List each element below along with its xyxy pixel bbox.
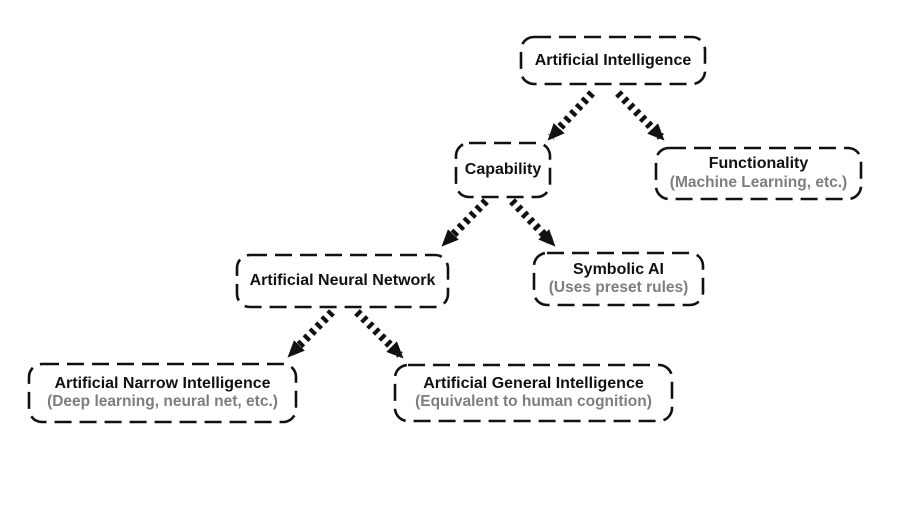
node-capability: Capability — [456, 143, 550, 197]
node-label: Capability — [464, 161, 542, 179]
edge-capability-to-symbolic-ai — [509, 198, 556, 247]
node-label: Artificial General Intelligence — [423, 374, 644, 392]
node-artificial-general-intelligence: Artificial General Intelligence (Equival… — [395, 365, 672, 421]
node-box-artificial-neural-network — [235, 253, 450, 309]
node-artificial-intelligence: Artificial Intelligence — [521, 37, 705, 84]
node-sublabel: (Machine Learning, etc.) — [669, 173, 848, 191]
node-box-functionality — [654, 146, 863, 201]
node-box-artificial-intelligence — [519, 35, 707, 86]
edge-capability-to-ann — [441, 198, 489, 247]
node-artificial-neural-network: Artificial Neural Network — [237, 255, 448, 307]
node-sublabel: (Uses preset rules) — [548, 279, 689, 297]
edge-ai-to-functionality — [615, 90, 665, 141]
node-sublabel: (Deep learning, neural net, etc.) — [47, 393, 278, 411]
edge-ann-to-ani — [287, 309, 335, 358]
node-label: Artificial Narrow Intelligence — [54, 374, 271, 392]
node-label: Artificial Neural Network — [249, 272, 436, 290]
node-label: Symbolic AI — [573, 260, 664, 278]
node-box-artificial-general-intelligence — [393, 363, 674, 423]
node-box-artificial-narrow-intelligence — [27, 362, 298, 424]
node-artificial-narrow-intelligence: Artificial Narrow Intelligence (Deep lea… — [29, 364, 296, 422]
node-box-capability — [454, 141, 552, 199]
node-label: Artificial Intelligence — [534, 51, 692, 69]
node-symbolic-ai: Symbolic AI (Uses preset rules) — [534, 253, 703, 305]
node-functionality: Functionality (Machine Learning, etc.) — [656, 148, 861, 199]
edge-ai-to-capability — [547, 90, 595, 141]
node-sublabel: (Equivalent to human cognition) — [415, 393, 652, 411]
edge-ann-to-agi — [354, 309, 404, 359]
node-box-symbolic-ai — [532, 251, 705, 307]
node-label: Functionality — [708, 155, 809, 173]
